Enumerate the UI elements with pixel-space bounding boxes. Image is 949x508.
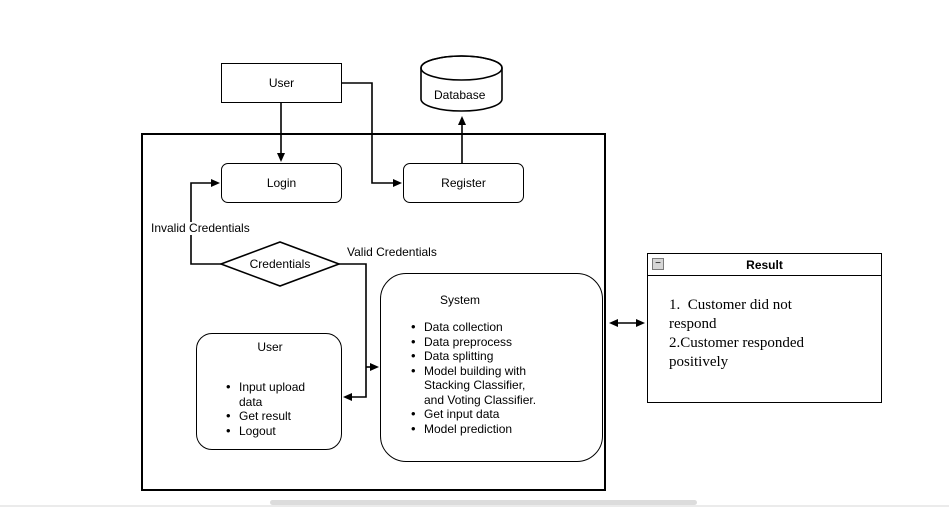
node-register: Register [403, 163, 524, 203]
result-window-title: Result [746, 257, 783, 272]
node-login-label: Login [266, 176, 297, 190]
result-line: 2.Customer responded positively [669, 335, 804, 370]
list-item: Input upload data [226, 380, 325, 409]
node-user-actor: User [221, 63, 342, 103]
panel-user-bullet-list: Input upload data Get result Logout [197, 380, 325, 438]
list-item: Logout [226, 424, 325, 439]
panel-system-title: System [439, 293, 480, 307]
edge-label-valid-credentials: Valid Credentials [346, 245, 438, 259]
panel-system-bullet-list: Data collection Data preprocess Data spl… [381, 320, 546, 436]
list-item: Data splitting [411, 349, 546, 364]
result-window-body: 1. Customer did not respond 2.Customer r… [648, 276, 833, 372]
horizontal-scrollbar-thumb[interactable] [270, 500, 697, 505]
list-item: Get result [226, 409, 325, 424]
list-item: Data preprocess [411, 335, 546, 350]
collapse-icon: − [652, 258, 664, 270]
node-credentials-label: Credentials [249, 257, 311, 271]
edge-label-invalid-credentials: Invalid Credentials [150, 221, 251, 235]
panel-user: User Input upload data Get result Logout [196, 333, 342, 450]
page-edge-divider [0, 505, 949, 507]
arrowhead-up-icon [458, 116, 466, 125]
list-item: Model prediction [411, 422, 546, 437]
arrowhead-left-icon [609, 319, 618, 327]
node-user-actor-label: User [268, 76, 295, 90]
node-register-label: Register [441, 176, 486, 190]
list-item: Get input data [411, 407, 546, 422]
panel-user-title: User [257, 340, 283, 354]
result-window-titlebar: − Result [648, 254, 881, 276]
list-item: Model building with Stacking Classifier,… [411, 364, 546, 408]
node-login: Login [221, 163, 342, 203]
result-window: − Result 1. Customer did not respond 2.C… [647, 253, 882, 403]
list-item: Data collection [411, 320, 546, 335]
node-database-shape [420, 55, 503, 112]
node-database-label: Database [434, 88, 486, 102]
result-line: 1. Customer did not respond [669, 297, 792, 332]
arrowhead-right-icon [636, 319, 645, 327]
panel-system: System Data collection Data preprocess D… [380, 273, 603, 462]
